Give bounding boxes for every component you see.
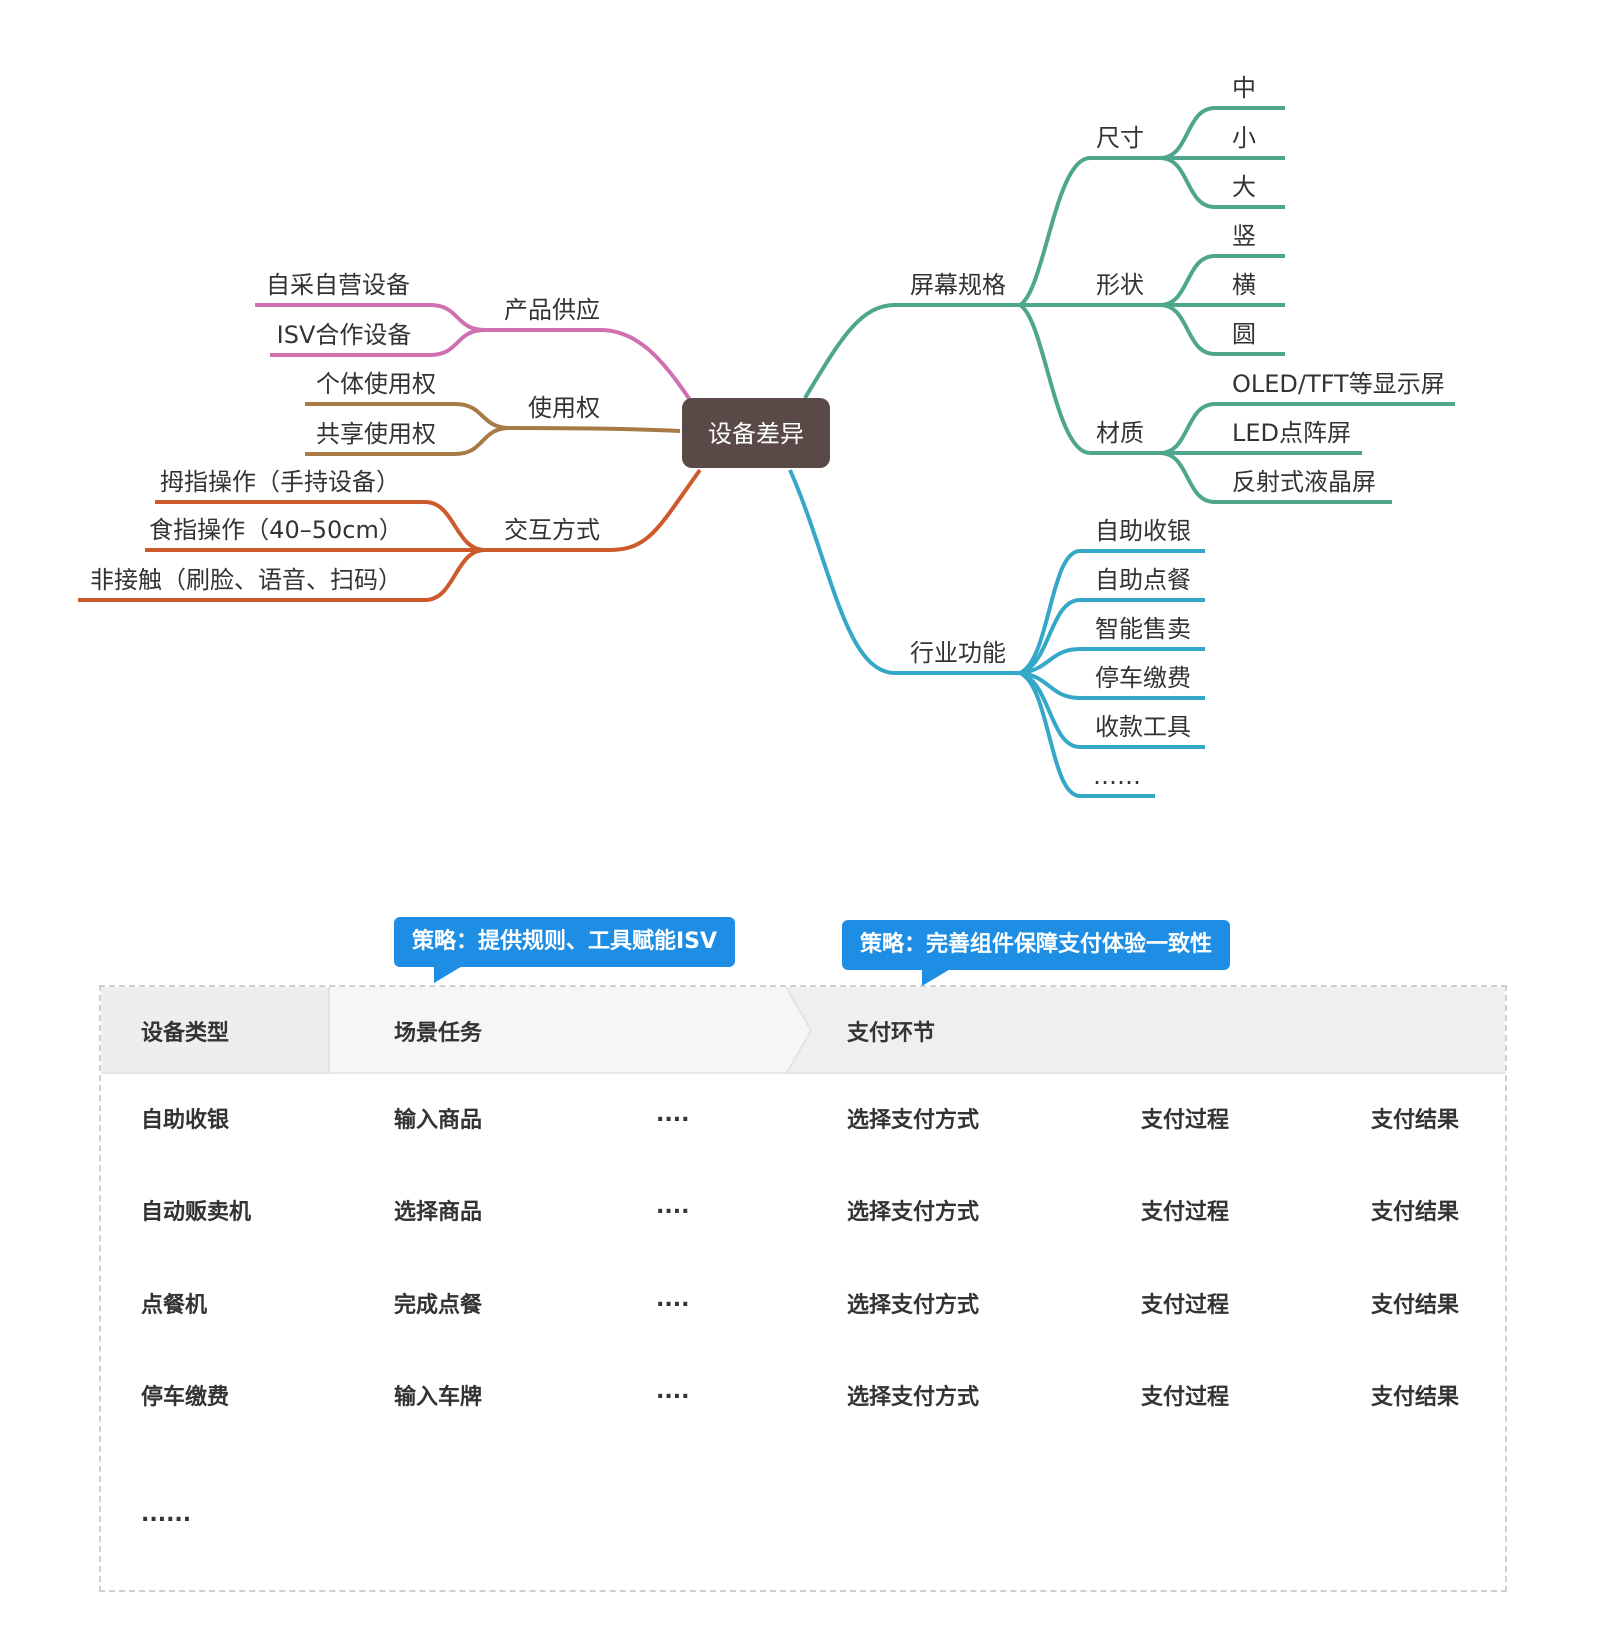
header-scene-task: 场景任务: [394, 1021, 483, 1046]
cell-payment-process: 支付过程: [1141, 1200, 1230, 1225]
cell-select-method: 选择支付方式: [847, 1108, 980, 1133]
cell-scene-task: 输入车牌: [394, 1385, 483, 1410]
leaf-round[interactable]: 圆: [1232, 320, 1256, 348]
root-node[interactable]: [682, 398, 830, 468]
node-usage-rights[interactable]: 使用权: [528, 394, 600, 422]
leaf-self-checkout[interactable]: 自助收银: [1095, 517, 1191, 545]
header-device-type: 设备类型: [141, 1021, 230, 1046]
node-industry-function[interactable]: 行业功能: [910, 639, 1006, 667]
leaf-self-ordering[interactable]: 自助点餐: [1095, 566, 1191, 594]
table-header-bar: [101, 987, 1505, 1074]
cell-ellipsis: ....: [656, 1102, 690, 1127]
leaf-small[interactable]: 小: [1232, 124, 1256, 152]
leaf-index-finger[interactable]: 食指操作（40–50cm）: [149, 516, 403, 544]
node-screen-spec[interactable]: 屏幕规格: [910, 271, 1006, 299]
leaf-contactless[interactable]: 非接触（刷脸、语音、扫码）: [90, 566, 402, 594]
leaf-oled-tft[interactable]: OLED/TFT等显示屏: [1232, 370, 1445, 398]
leaf-thumb[interactable]: 拇指操作（手持设备）: [160, 468, 400, 496]
cell-payment-result: 支付结果: [1371, 1385, 1460, 1410]
branch-product-supply: [255, 303, 692, 402]
cell-payment-process: 支付过程: [1141, 1293, 1230, 1318]
root-label: 设备差异: [708, 420, 804, 448]
node-material[interactable]: 材质: [1096, 419, 1144, 447]
leaf-parking-payment[interactable]: 停车缴费: [1095, 664, 1191, 692]
header-payment-stage: 支付环节: [847, 1021, 936, 1046]
node-interaction[interactable]: 交互方式: [504, 516, 600, 544]
leaf-horizontal[interactable]: 横: [1232, 271, 1256, 299]
callout-pointer: [922, 968, 952, 986]
leaf-led-matrix[interactable]: LED点阵屏: [1232, 419, 1351, 447]
strategy-callout-consistency: 策略：完善组件保障支付体验一致性: [842, 920, 1231, 986]
cell-device-type: 点餐机: [141, 1293, 208, 1318]
cell-select-method: 选择支付方式: [847, 1385, 980, 1410]
leaf-vertical[interactable]: 竖: [1232, 222, 1256, 250]
node-product-supply[interactable]: 产品供应: [504, 296, 600, 324]
strategy-callout-consistency-text: 策略：完善组件保障支付体验一致性: [860, 932, 1213, 957]
strategy-callout-isv: 策略：提供规则、工具赋能ISV: [394, 917, 736, 983]
branch-usage-rights: [305, 402, 681, 456]
strategy-callout-isv-text: 策略：提供规则、工具赋能ISV: [412, 929, 718, 954]
cell-device-type: 自助收银: [141, 1108, 230, 1133]
leaf-shared-use[interactable]: 共享使用权: [316, 420, 436, 448]
branch-screen-spec: [803, 106, 1455, 504]
cell-payment-process: 支付过程: [1141, 1385, 1230, 1410]
leaf-self-purchase[interactable]: 自采自营设备: [266, 271, 410, 299]
cell-payment-result: 支付结果: [1371, 1293, 1460, 1318]
leaf-medium[interactable]: 中: [1232, 74, 1256, 102]
leaf-more[interactable]: ……: [1093, 762, 1141, 790]
cell-ellipsis: ....: [656, 1194, 690, 1219]
mind-map: 设备差异 产品供应 自采自营设备 ISV合作设备 使用权 个体使用权 共享使用权…: [78, 74, 1455, 798]
table-more-ellipsis: ......: [141, 1502, 192, 1527]
cell-scene-task: 完成点餐: [394, 1293, 483, 1318]
cell-device-type: 自动贩卖机: [141, 1200, 252, 1225]
leaf-isv-partner[interactable]: ISV合作设备: [277, 321, 412, 349]
leaf-individual-use[interactable]: 个体使用权: [316, 370, 436, 398]
cell-ellipsis: ....: [656, 1379, 690, 1404]
leaf-smart-vending[interactable]: 智能售卖: [1095, 615, 1191, 643]
cell-scene-task: 选择商品: [394, 1200, 483, 1225]
branch-interaction: [78, 468, 702, 602]
cell-payment-result: 支付结果: [1371, 1108, 1460, 1133]
leaf-payment-tool[interactable]: 收款工具: [1095, 713, 1191, 741]
leaf-reflective-lcd[interactable]: 反射式液晶屏: [1232, 468, 1376, 496]
cell-select-method: 选择支付方式: [847, 1293, 980, 1318]
cell-scene-task: 输入商品: [394, 1108, 483, 1133]
leaf-large[interactable]: 大: [1232, 173, 1256, 201]
cell-select-method: 选择支付方式: [847, 1200, 980, 1225]
cell-payment-process: 支付过程: [1141, 1108, 1230, 1133]
cell-device-type: 停车缴费: [141, 1385, 230, 1410]
cell-ellipsis: ....: [656, 1287, 690, 1312]
payment-flow-table: 设备类型 场景任务 支付环节 自助收银输入商品....选择支付方式支付过程支付结…: [99, 985, 1507, 1592]
node-size[interactable]: 尺寸: [1096, 124, 1144, 152]
node-shape[interactable]: 形状: [1096, 271, 1144, 299]
branch-industry-function: [788, 469, 1205, 798]
callout-pointer: [434, 965, 464, 983]
cell-payment-result: 支付结果: [1371, 1200, 1460, 1225]
